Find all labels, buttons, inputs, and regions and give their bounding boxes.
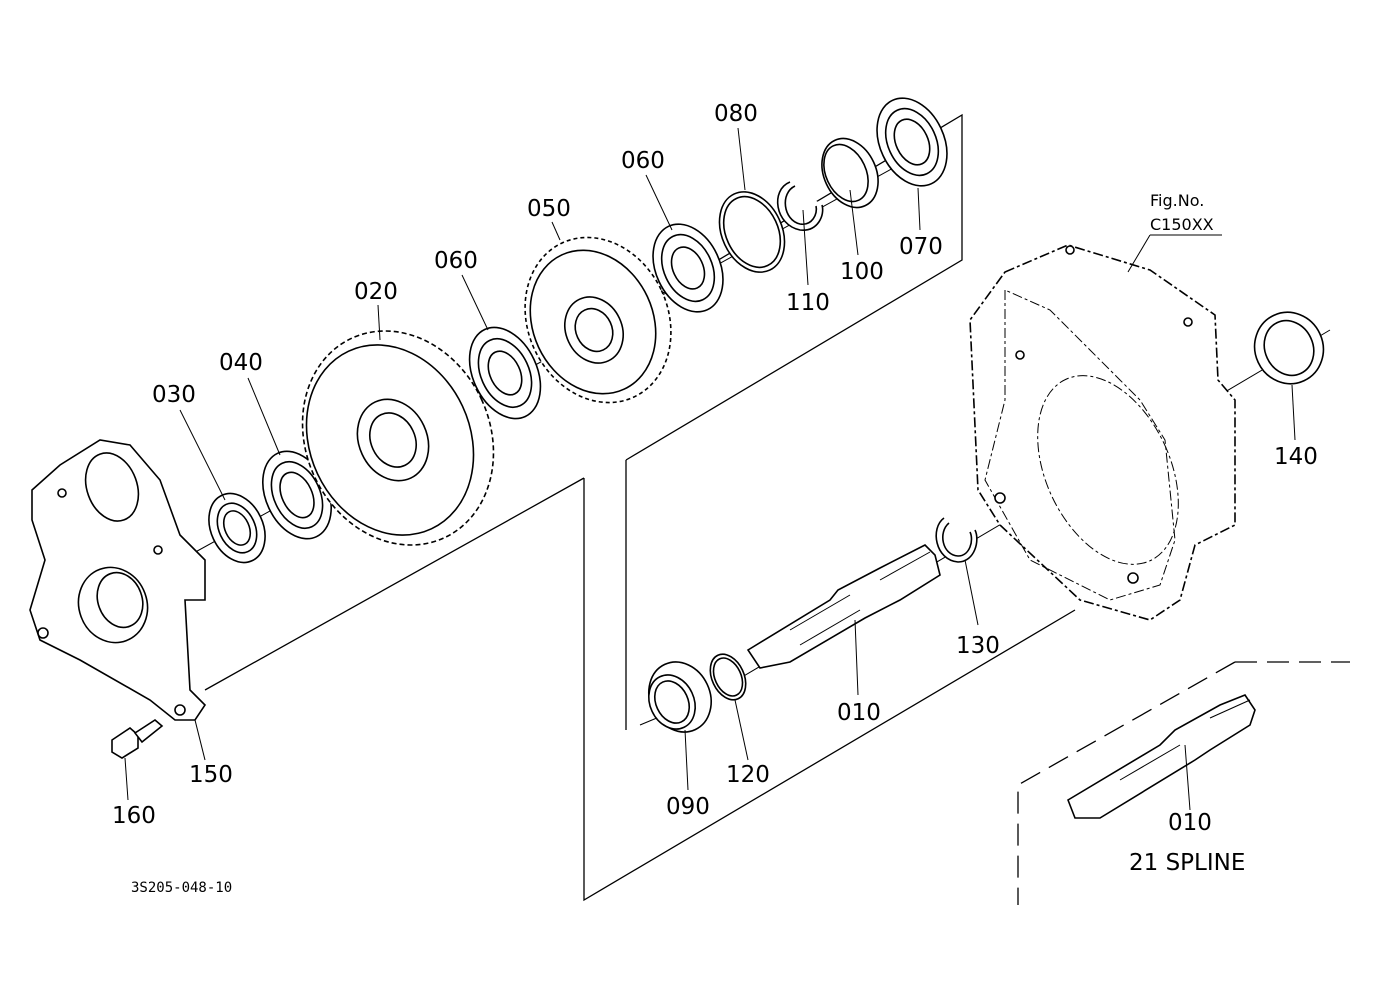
bearing-060-a [468, 326, 542, 420]
shaft-010-spline-variant [1067, 694, 1256, 819]
label-010-variant: 010 [1168, 810, 1212, 836]
bolt-160 [111, 719, 164, 759]
bearing-090 [648, 661, 712, 733]
label-080: 080 [714, 101, 758, 127]
plate-bracket-150 [29, 439, 207, 721]
label-110: 110 [786, 290, 830, 316]
label-150: 150 [189, 762, 233, 788]
variant-separator [1017, 661, 1350, 905]
label-120: 120 [726, 762, 770, 788]
label-090: 090 [666, 794, 710, 820]
drawing-code: 3S205-048-10 [131, 880, 232, 896]
label-040: 040 [219, 350, 263, 376]
label-060-a: 060 [434, 248, 478, 274]
spline-note: 21 SPLINE [1129, 850, 1245, 876]
o-ring-120 [709, 653, 747, 701]
gear-050 [524, 236, 672, 404]
label-050: 050 [527, 196, 571, 222]
label-060-b: 060 [621, 148, 665, 174]
label-160: 160 [112, 803, 156, 829]
label-010: 010 [837, 700, 881, 726]
bearing-060-b [652, 223, 724, 313]
label-070: 070 [899, 234, 943, 260]
snap-ring-110 [776, 181, 824, 231]
collar-100 [821, 137, 879, 209]
part-labels: 030 040 020 060 050 060 080 110 100 070 … [112, 101, 1318, 896]
label-100: 100 [840, 259, 884, 285]
label-140: 140 [1274, 444, 1318, 470]
figref-line2: C150XX [1150, 215, 1214, 234]
shaft-010 [746, 544, 941, 669]
bearing-030 [208, 492, 266, 564]
gear-020 [301, 330, 495, 546]
housing-reference [969, 244, 1236, 621]
bearing-070 [876, 97, 948, 187]
figref-line1: Fig.No. [1150, 191, 1204, 210]
ring-080 [718, 191, 786, 273]
label-130: 130 [956, 633, 1000, 659]
label-020: 020 [354, 279, 398, 305]
label-030: 030 [152, 382, 196, 408]
snap-ring-130 [935, 517, 978, 563]
leader-lines [124, 127, 1296, 811]
seal-140 [1253, 311, 1325, 385]
